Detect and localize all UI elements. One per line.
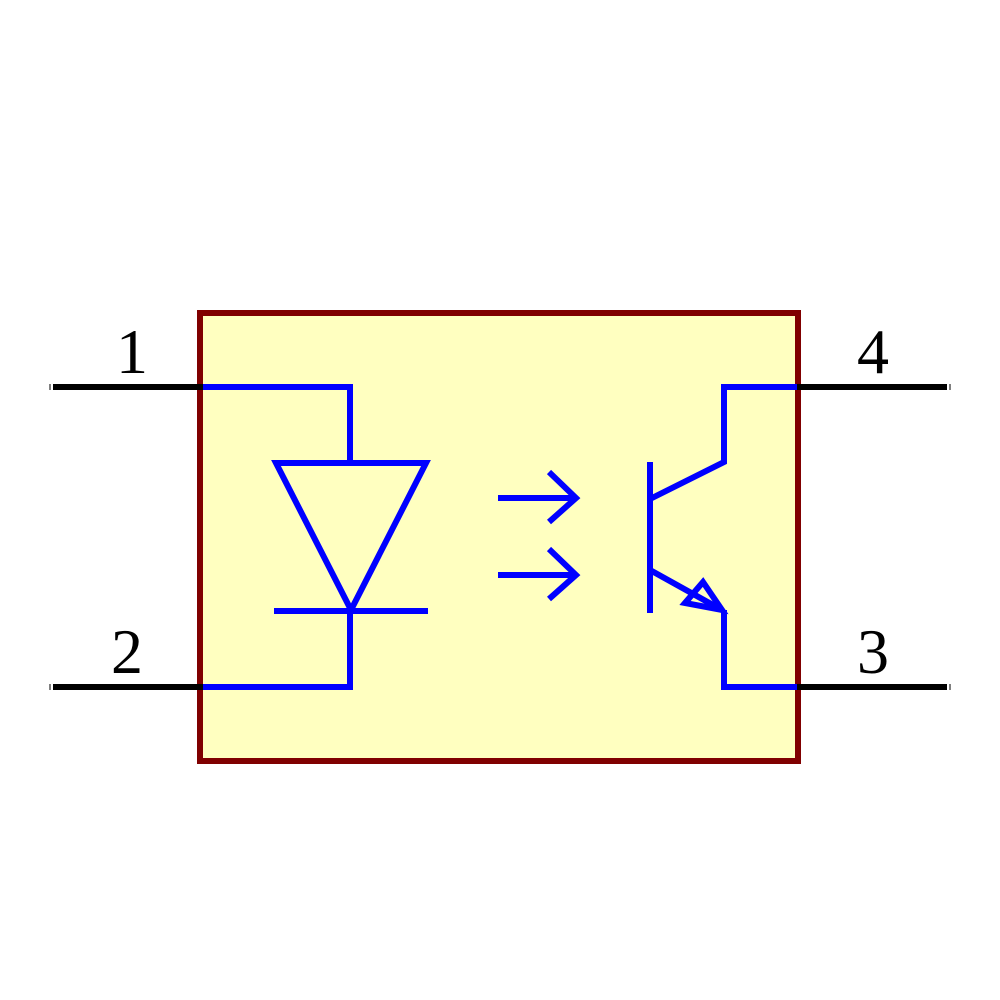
anode-lead xyxy=(203,384,353,463)
collector-lead xyxy=(648,384,797,502)
npn-phototransistor-icon xyxy=(647,384,797,690)
pin-2-label: 2 xyxy=(111,616,143,687)
emitter-arrow-icon xyxy=(679,577,729,615)
arrow-upper-head xyxy=(546,469,581,525)
light-arrows-icon xyxy=(498,469,581,602)
cathode-lead xyxy=(203,611,353,690)
component-body xyxy=(197,310,801,764)
pin-4-label: 4 xyxy=(857,316,889,387)
pin-3-label: 3 xyxy=(857,616,889,687)
emitter-line xyxy=(648,567,724,613)
arrow-lower-head xyxy=(546,546,581,602)
emitter-lead xyxy=(721,610,797,690)
diode-triangle xyxy=(271,460,431,617)
led-diode-icon xyxy=(203,384,431,690)
pin-end-markers xyxy=(49,384,951,690)
pin-1-label: 1 xyxy=(116,316,148,387)
pin-wires xyxy=(53,384,947,690)
